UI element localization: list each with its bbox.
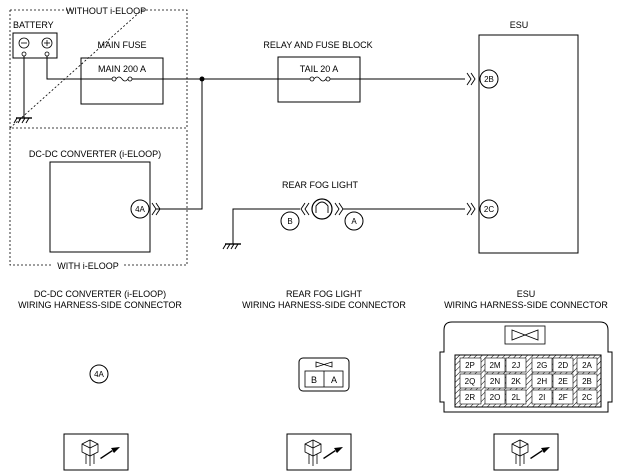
esu-pin: 2H xyxy=(537,377,547,386)
esu-connector-section: ESU WIRING HARNESS-SIDE CONNECTOR xyxy=(439,289,613,413)
with-ieloop-label: WITH i-ELOOP xyxy=(57,261,119,271)
connector-chevron-icon xyxy=(151,202,161,216)
esu-pin: 2P xyxy=(465,361,475,370)
with-ieloop-region: WITH i-ELOOP xyxy=(9,128,188,271)
dcdc-connector-subtitle: WIRING HARNESS-SIDE CONNECTOR xyxy=(18,300,182,310)
esu-unit: ESU 2B 2C xyxy=(478,20,579,254)
battery-label: BATTERY xyxy=(13,20,54,30)
esu-pin: 2K xyxy=(511,377,521,386)
terminal-2b xyxy=(479,69,499,89)
lock-tab-icon xyxy=(315,361,333,368)
terminal-2b-label: 2B xyxy=(484,75,494,84)
esu-pin: 2C xyxy=(582,393,592,402)
without-ieloop-label: WITHOUT i-ELOOP xyxy=(66,6,146,16)
dcdc-connector-pin-label: 4A xyxy=(94,370,104,379)
dcdc-branch-wire xyxy=(156,79,203,210)
esu-pin: 2E xyxy=(558,377,568,386)
main-fuse-value: MAIN 200 A xyxy=(98,64,146,74)
terminal-2c-label: 2C xyxy=(484,205,494,214)
battery-positive-wire xyxy=(46,56,81,80)
main-fuse: MAIN FUSE MAIN 200 A xyxy=(80,40,164,105)
dcdc-connector-section: DC-DC CONVERTER (i-ELOOP) WIRING HARNESS… xyxy=(18,289,182,384)
main-fuse-label: MAIN FUSE xyxy=(97,40,146,50)
fog-ground-icon xyxy=(222,243,241,250)
terminal-4a-label: 4A xyxy=(135,205,145,214)
esu-pin: 2N xyxy=(490,377,500,386)
bulb-icon xyxy=(311,198,333,220)
esu-pin: 2O xyxy=(490,393,501,402)
esu-pin: 2M xyxy=(489,361,500,370)
rear-fog-light: REAR FOG LIGHT B A xyxy=(222,180,476,250)
esu-connector-title: ESU xyxy=(517,289,536,299)
esu-pin: 2R xyxy=(465,393,475,402)
esu-pin: 2A xyxy=(582,361,592,370)
relay-fuse-block-label: RELAY AND FUSE BLOCK xyxy=(263,40,372,50)
esu-pin: 2I xyxy=(539,393,546,402)
harness-side-view-icon xyxy=(63,433,129,471)
fog-connector-title: REAR FOG LIGHT xyxy=(286,289,363,299)
battery-minus-icon xyxy=(18,37,30,49)
terminal-a-label: A xyxy=(351,217,357,226)
fuse-icon xyxy=(115,76,129,82)
esu-pin: 2B xyxy=(582,377,592,386)
connector-chevron-icon xyxy=(466,202,476,216)
dcdc-connector-pin xyxy=(89,364,109,384)
harness-side-view-icon xyxy=(286,433,352,471)
esu-connector-housing xyxy=(439,321,613,413)
tail-fuse-value: TAIL 20 A xyxy=(300,64,339,74)
connector-chevron-icon xyxy=(466,72,476,86)
fog-connector-subtitle: WIRING HARNESS-SIDE CONNECTOR xyxy=(242,300,406,310)
esu-pin: 2J xyxy=(512,361,520,370)
harness-side-view-icon xyxy=(493,433,559,471)
fog-connector-housing xyxy=(298,357,350,392)
relay-fuse-block: RELAY AND FUSE BLOCK TAIL 20 A xyxy=(263,40,373,103)
terminal-b-label: B xyxy=(287,217,292,226)
dcdc-converter: DC-DC CONVERTER (i-ELOOP) 4A xyxy=(29,149,161,253)
fog-pin-b: B xyxy=(311,375,317,385)
esu-label: ESU xyxy=(510,20,529,30)
lock-tab-icon xyxy=(511,329,539,341)
esu-pin: 2D xyxy=(558,361,568,370)
esu-pin: 2F xyxy=(558,393,567,402)
rear-fog-light-label: REAR FOG LIGHT xyxy=(282,180,359,190)
fuse-icon xyxy=(313,76,327,82)
battery: BATTERY xyxy=(12,20,58,124)
terminal-a xyxy=(344,211,364,231)
esu-pin: 2Q xyxy=(465,377,476,386)
battery-ground-icon xyxy=(13,117,32,124)
esu-pin: 2G xyxy=(537,361,548,370)
dcdc-connector-title: DC-DC CONVERTER (i-ELOOP) xyxy=(34,289,166,299)
terminal-4a xyxy=(130,199,150,219)
connector-chevron-icon xyxy=(334,202,344,216)
fog-pin-a: A xyxy=(331,375,337,385)
connector-chevron-icon xyxy=(300,202,310,216)
battery-plus-icon xyxy=(41,37,53,49)
dcdc-label: DC-DC CONVERTER (i-ELOOP) xyxy=(29,149,161,159)
esu-pin: 2L xyxy=(512,393,521,402)
fog-connector-section: REAR FOG LIGHT WIRING HARNESS-SIDE CONNE… xyxy=(242,289,406,392)
terminal-b xyxy=(280,211,300,231)
without-ieloop-region: WITHOUT i-ELOOP xyxy=(8,6,188,129)
esu-connector-subtitle: WIRING HARNESS-SIDE CONNECTOR xyxy=(444,300,608,310)
terminal-2c xyxy=(479,199,499,219)
